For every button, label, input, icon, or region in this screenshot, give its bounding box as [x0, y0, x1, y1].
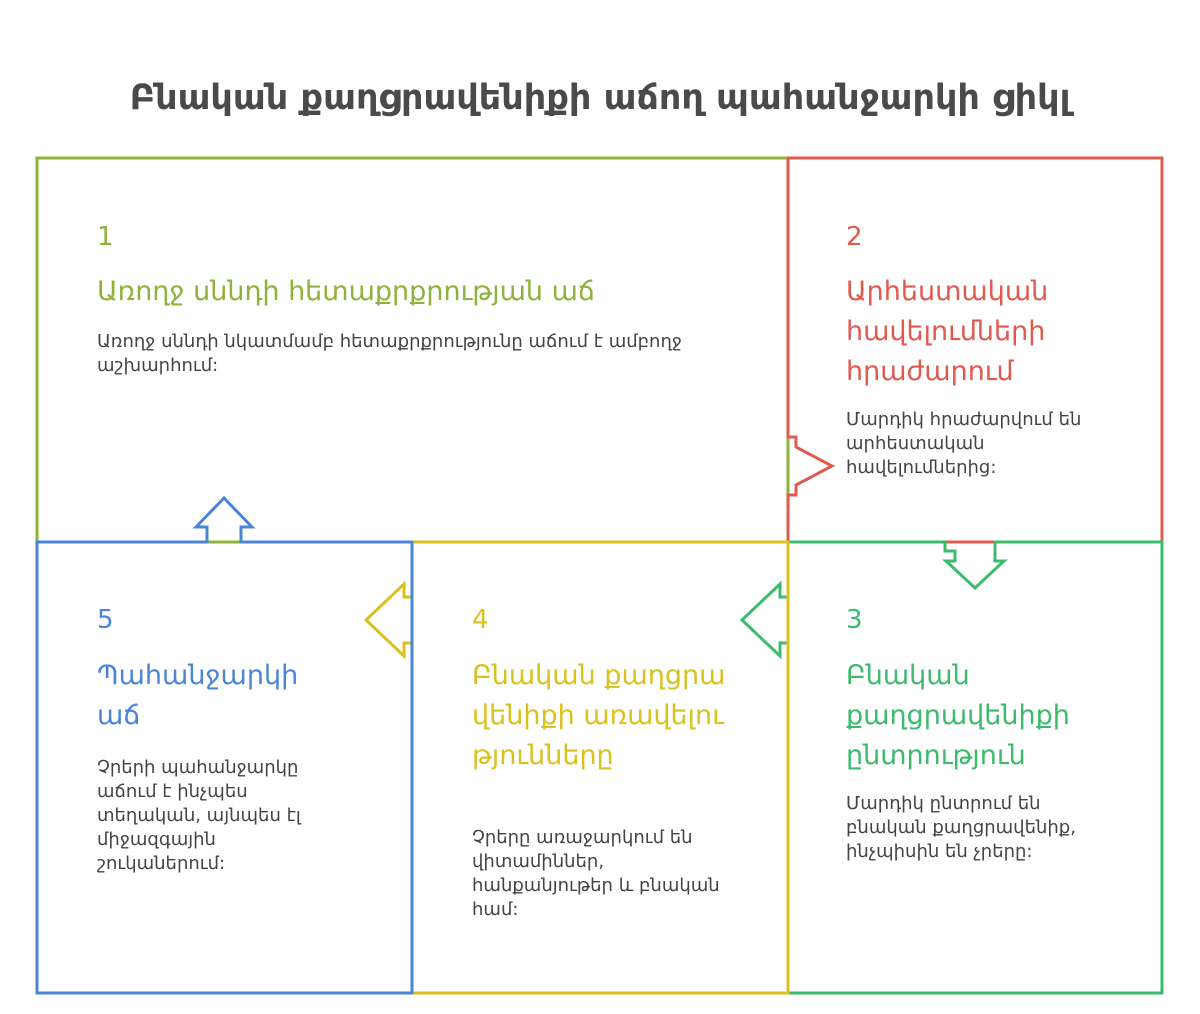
step-5-heading: Պահանջարկի աճ — [97, 660, 299, 731]
step-4-number: 4 — [472, 605, 489, 635]
box-4-outline — [363, 540, 790, 995]
step-2-number: 2 — [846, 222, 863, 252]
step-1-number: 1 — [97, 222, 114, 252]
step-1-description: Առողջ սննդի նկատմամբ հետաքրքրությունը աճ… — [97, 331, 682, 376]
box-2-outline — [786, 156, 1164, 544]
step-2-heading: Արհեստական հավելումների հրաժարում — [846, 276, 1049, 387]
box-5-outline — [35, 495, 414, 995]
step-3-heading: Բնական քաղցրավենիքի ընտրություն — [846, 660, 1070, 771]
step-5-description: Չրերի պահանջարկը աճում է ինչպես տեղական,… — [97, 757, 301, 874]
step-4-description: Չրերը առաջարկում են վիտամիններ, հանքանյո… — [472, 827, 720, 920]
diagram-title: Բնական քաղցրավենիքի աճող պահանջարկի ցիկլ — [129, 78, 1071, 118]
step-3-description: Մարդիկ ընտրում են բնական քաղցրավենիք, ին… — [846, 793, 1076, 862]
step-3-number: 3 — [846, 605, 863, 635]
box-3-outline — [739, 540, 1164, 995]
step-5-number: 5 — [97, 605, 114, 635]
step-4-heading: Բնական քաղցրավենիքի առավելությունները — [472, 660, 726, 771]
step-1-heading: Առողջ սննդի հետաքրքրության աճ — [97, 276, 595, 307]
step-2-description: Մարդիկ հրաժարվում են արհեստական հավելում… — [846, 409, 1082, 478]
